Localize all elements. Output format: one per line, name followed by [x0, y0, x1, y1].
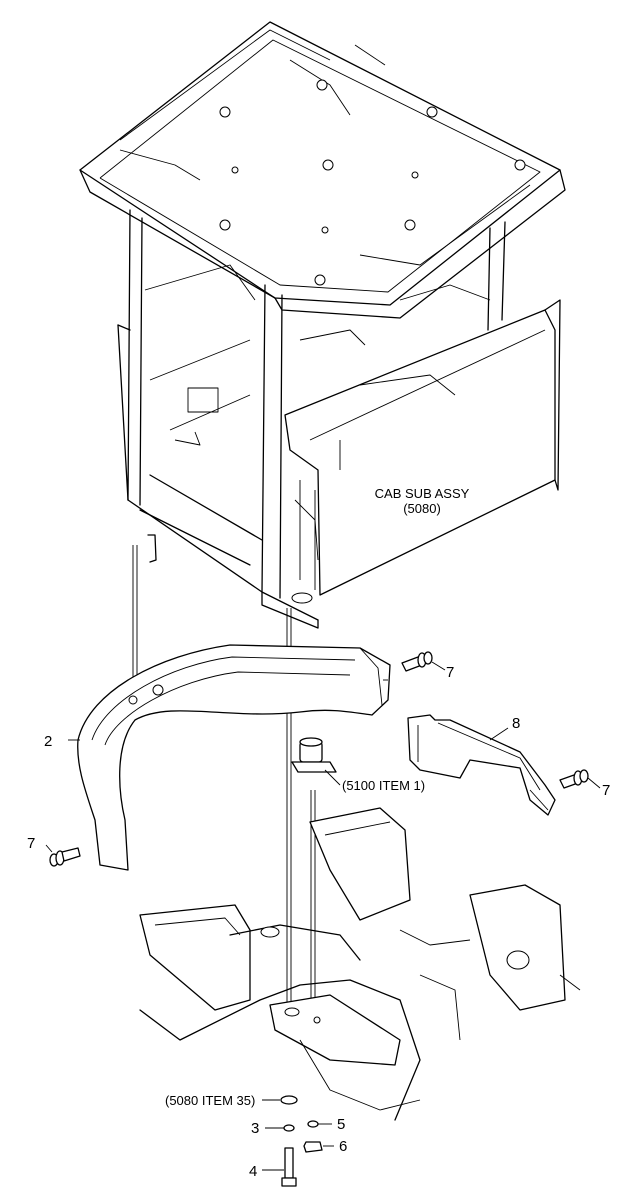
nut-6	[303, 1141, 323, 1153]
washer-5	[307, 1120, 319, 1128]
callout-5: 5	[337, 1116, 345, 1133]
callout-8: 8	[512, 715, 520, 732]
callout-7-right: 7	[602, 782, 610, 799]
cab-mount	[291, 737, 337, 773]
washer-ref-label: (5080 ITEM 35)	[165, 1093, 255, 1108]
cab-sub-assy-label: CAB SUB ASSY	[375, 486, 470, 501]
washer-3	[283, 1124, 295, 1132]
bolt-right	[559, 769, 589, 789]
bolt-4	[281, 1147, 297, 1187]
washer-35	[280, 1095, 298, 1105]
callout-4: 4	[249, 1163, 257, 1180]
bracket-part	[407, 714, 556, 816]
bolt-left	[49, 847, 81, 867]
cab-sub-assy-number: (5080)	[403, 501, 441, 516]
hardware	[49, 651, 589, 1187]
fender-part	[77, 644, 391, 871]
callout-7-top: 7	[446, 664, 454, 681]
lower-frame	[139, 807, 581, 1121]
cab-roof	[79, 21, 566, 319]
callout-3: 3	[251, 1120, 259, 1137]
callout-2: 2	[44, 733, 52, 750]
callout-6: 6	[339, 1138, 347, 1155]
leader-lines	[45, 661, 601, 1171]
bolt-top-right	[401, 651, 433, 672]
mount-ref-label: (5100 ITEM 1)	[342, 778, 425, 793]
cab-body	[117, 209, 561, 629]
callout-7-left: 7	[27, 835, 35, 852]
